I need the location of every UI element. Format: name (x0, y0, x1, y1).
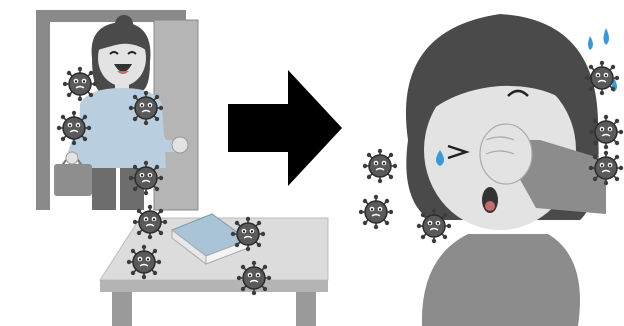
virus-icon (57, 111, 91, 145)
right-arrow-icon (228, 70, 342, 186)
virus-icon (237, 261, 271, 295)
virus-icon (129, 161, 163, 195)
virus-icon (359, 195, 393, 229)
virus-icon (63, 67, 97, 101)
virus-icon (363, 149, 397, 183)
virus-icon (589, 151, 623, 185)
virus-icon (127, 245, 161, 279)
woman-rubbing-eye-icon (406, 14, 606, 326)
virus-icon (129, 91, 163, 125)
virus-icon (589, 115, 623, 149)
virus-icon (231, 217, 265, 251)
virus-icon (585, 61, 619, 95)
virus-icon (417, 209, 451, 243)
virus-icon (133, 205, 167, 239)
